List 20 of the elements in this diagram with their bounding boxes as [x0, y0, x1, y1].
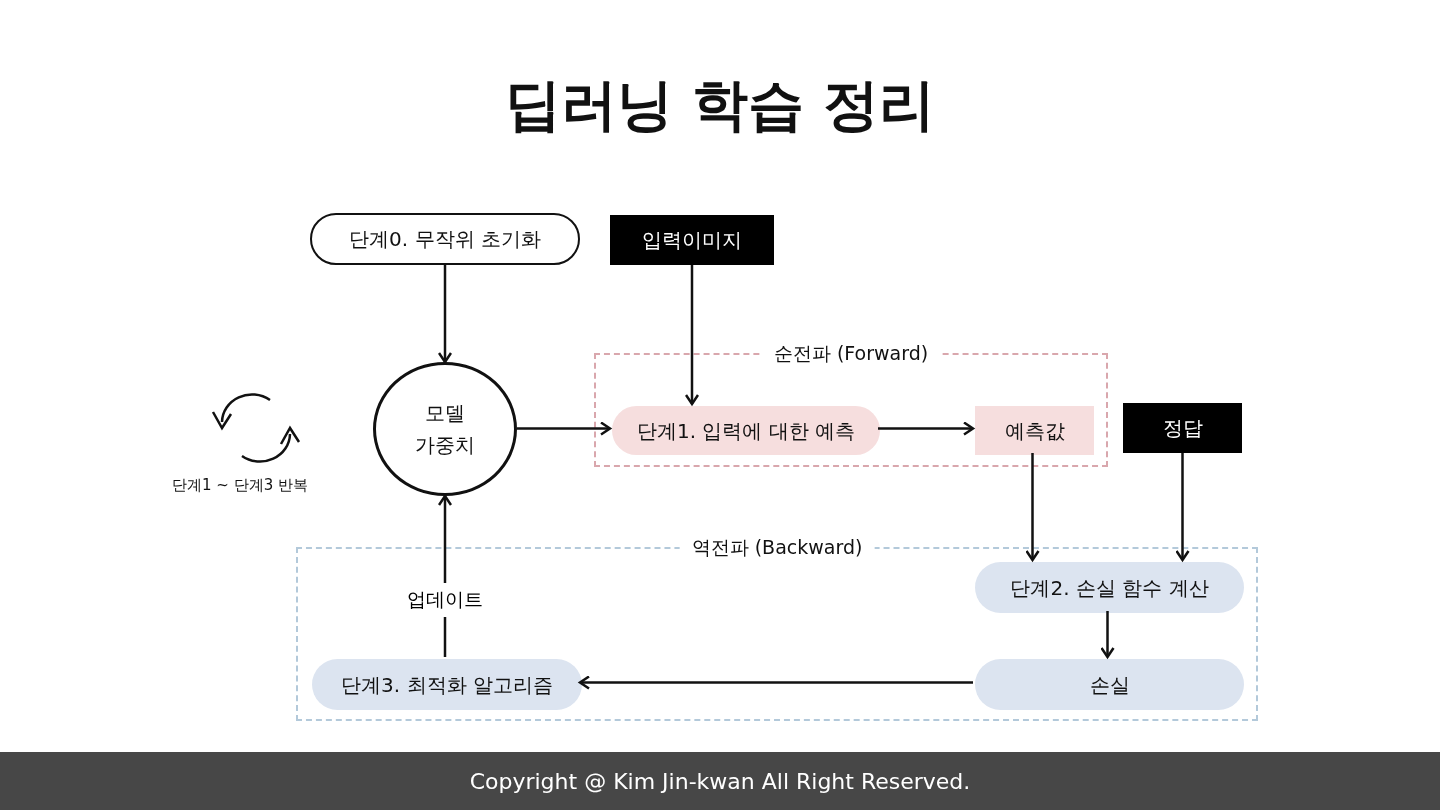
output-box: 예측값	[975, 406, 1094, 455]
step-pill: 단계0. 무작위 초기화	[310, 213, 580, 265]
model-circle: 모델 가중치	[373, 362, 517, 496]
title: 딥러닝 학습 정리	[503, 70, 937, 139]
arrow	[578, 675, 973, 690]
input-box: 입력이미지	[610, 215, 774, 265]
arrow	[437, 265, 453, 364]
arrow	[684, 265, 700, 406]
arrow	[1175, 453, 1190, 562]
arrow	[878, 421, 975, 436]
cycle-caption: 단계1 ~ 단계3 반복	[172, 476, 308, 495]
step-pill: 단계3. 최적화 알고리즘	[312, 659, 582, 710]
input-box: 정답	[1123, 403, 1242, 453]
loss-pill: 손실	[975, 659, 1244, 710]
footer-bar: Copyright @ Kim Jin-kwan All Right Reserved.	[0, 752, 1440, 810]
step-pill: 단계1. 입력에 대한 예측	[612, 406, 880, 455]
step-pill: 단계2. 손실 함수 계산	[975, 562, 1244, 613]
arrow	[517, 421, 612, 436]
arrow	[1100, 611, 1115, 659]
arrow	[1025, 453, 1040, 562]
